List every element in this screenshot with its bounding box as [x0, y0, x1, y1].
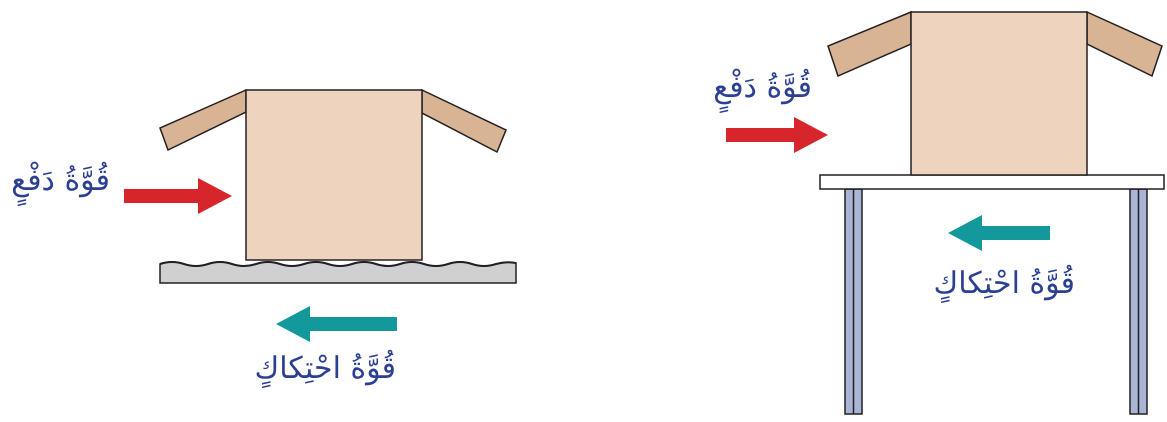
left-push-label: قُوَّةُ دَفْعٍ: [11, 161, 110, 207]
table-top: [820, 175, 1164, 189]
right-push-arrow: [726, 117, 828, 153]
right-push-label: قُوَّةُ دَفْعٍ: [713, 68, 812, 114]
right-box-flap-left: [828, 12, 911, 76]
left-friction-arrow: [276, 306, 397, 342]
left-friction-label: قُوَّةُ احْتِكاكٍ: [255, 349, 396, 389]
right-friction-arrow: [948, 215, 1050, 251]
left-push-arrow: [124, 178, 232, 214]
right-cardboard-box: [911, 12, 1087, 175]
left-box-flap-right: [422, 90, 506, 152]
left-box-flap-left: [160, 90, 246, 150]
left-scene: قُوَّةُ دَفْعٍ قُوَّةُ احْتِكاكٍ: [11, 90, 516, 389]
left-cardboard-box: [246, 90, 422, 260]
right-box-flap-right: [1087, 12, 1162, 76]
right-scene: قُوَّةُ دَفْعٍ قُوَّةُ احْتِكاكٍ: [713, 12, 1164, 414]
right-friction-label: قُوَّةُ احْتِكاكٍ: [934, 264, 1075, 304]
